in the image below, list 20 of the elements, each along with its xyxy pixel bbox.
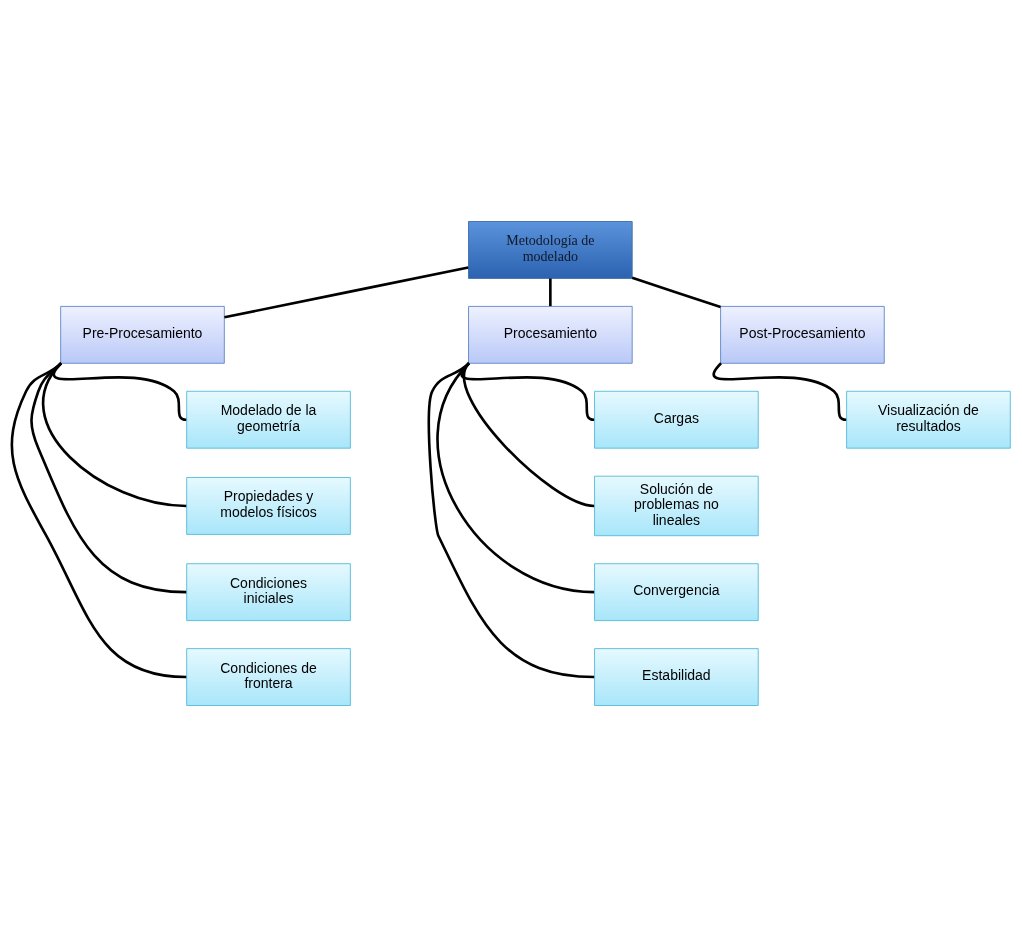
node-box: Visualización de resultados (846, 390, 1011, 449)
node-box: Procesamiento (468, 305, 633, 364)
connector (631, 276, 721, 309)
node-box: Cargas (594, 390, 759, 449)
node-box: Modelado de la geometría (186, 390, 351, 449)
node-box: Metodología de modelado (468, 221, 633, 279)
node-box: Condiciones de frontera (186, 648, 351, 706)
connector (436, 362, 595, 594)
connector (427, 362, 595, 679)
node-box: Post-Procesamiento (720, 305, 885, 364)
connector (549, 278, 552, 307)
node-box: Solución de problemas no lineales (594, 475, 759, 537)
node-box: Condiciones iniciales (186, 563, 351, 622)
connector (712, 362, 847, 422)
node-box: Pre-Procesamiento (60, 305, 225, 364)
node-box: Estabilidad (594, 648, 759, 706)
connector (10, 362, 187, 679)
node-box: Propiedades y modelos físicos (186, 477, 351, 535)
node-box: Convergencia (594, 563, 759, 622)
connector (224, 266, 469, 319)
